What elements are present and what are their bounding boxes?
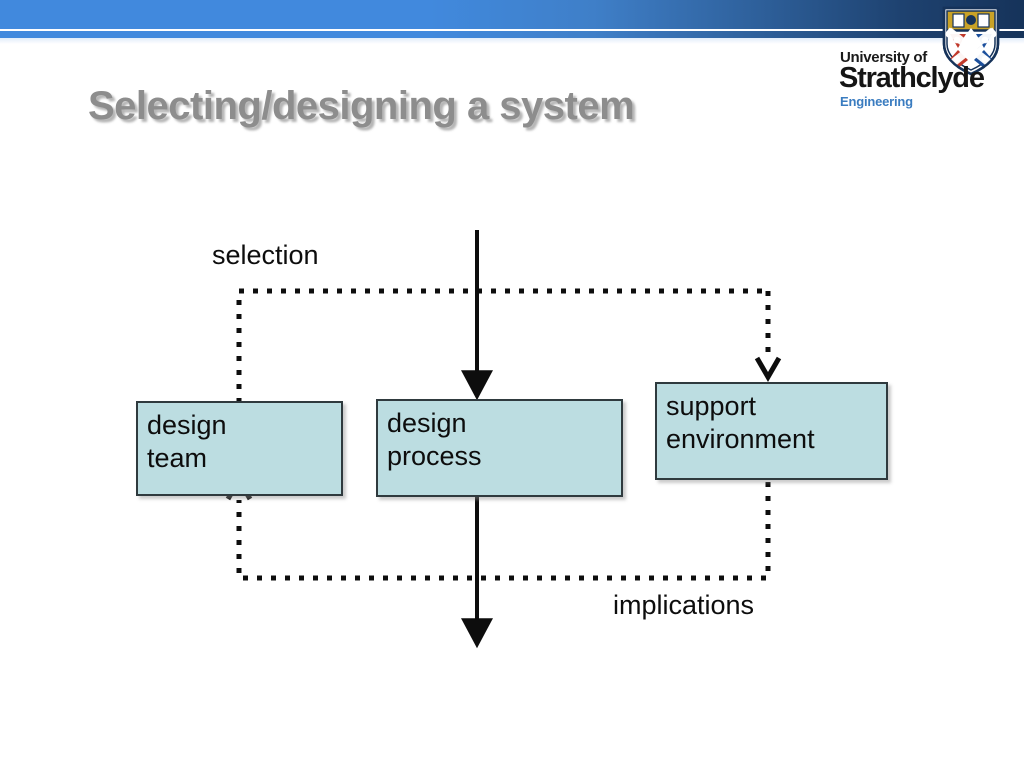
banner-fade <box>0 38 1024 44</box>
selection-edge-left <box>236 288 768 403</box>
page-title: Selecting/designing a system <box>88 84 635 128</box>
edge-label-implications: implications <box>613 590 755 620</box>
node-support-environment[interactable]: support environment <box>655 382 888 480</box>
strathclyde-crest-icon <box>942 6 1000 76</box>
edge-label-selection: selection <box>212 240 319 270</box>
logo-line-engineering: Engineering <box>840 94 913 109</box>
node-design-process-line1: design <box>387 408 467 438</box>
node-design-team-line2: team <box>147 442 208 473</box>
node-design-process[interactable]: design process <box>376 399 623 497</box>
node-design-process-line2: process <box>387 440 482 471</box>
logo-line-university: University of <box>840 49 927 66</box>
node-design-team[interactable]: design team <box>136 401 343 496</box>
logo-line-strathclyde: Strathclyde <box>839 62 985 94</box>
top-banner <box>0 0 1024 29</box>
node-support-environment-line1: support <box>666 391 757 421</box>
node-support-environment-line2: environment <box>666 423 815 454</box>
university-logo: University of Strathclyde Engineering <box>826 4 1008 110</box>
node-design-team-line1: design <box>147 410 227 440</box>
banner-gap <box>0 29 1024 31</box>
banner-rule <box>0 31 1024 38</box>
selection-arrowhead <box>754 356 782 382</box>
